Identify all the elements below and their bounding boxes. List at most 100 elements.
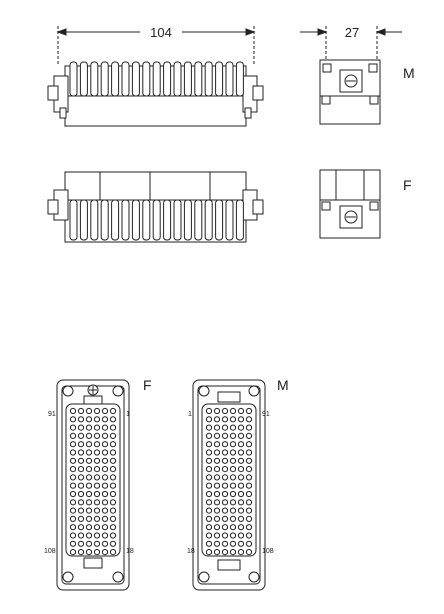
contact-pin — [245, 474, 253, 481]
contact-pin — [221, 424, 229, 431]
contact-pin — [77, 532, 85, 539]
fin — [215, 199, 224, 241]
contact-pin — [221, 515, 229, 523]
contact-pin — [245, 515, 253, 523]
fin — [111, 199, 120, 241]
contact-pin — [221, 432, 229, 439]
contact-pin — [101, 416, 109, 423]
contact-pin — [237, 466, 245, 473]
contact-pin — [69, 457, 77, 464]
contact-pin — [77, 515, 85, 523]
contact-pin — [245, 424, 253, 431]
contact-pin — [101, 499, 109, 506]
contact-pin — [221, 549, 229, 556]
fin — [69, 199, 78, 241]
contact-pin — [213, 474, 221, 481]
male-pin-bottom-left: 18 — [187, 548, 195, 555]
contact-pin — [229, 490, 237, 498]
contact-pin — [101, 482, 109, 489]
contact-pin — [229, 416, 237, 423]
fin — [79, 199, 88, 241]
female-pin-top-left: 91 — [48, 411, 56, 418]
contact-pin — [109, 490, 117, 498]
male-side-view — [47, 61, 264, 127]
fin — [131, 61, 140, 97]
contact-pin — [109, 441, 117, 448]
contact-pin — [101, 515, 109, 523]
contact-pin — [109, 457, 117, 464]
contact-pin — [205, 432, 213, 439]
contact-pin — [69, 466, 77, 473]
depth-dimension — [300, 26, 402, 62]
contact-pin — [213, 482, 221, 489]
fin — [204, 61, 213, 97]
contact-pin — [85, 441, 93, 448]
contact-pin — [77, 474, 85, 481]
contact-pin — [101, 449, 109, 456]
fin — [121, 61, 130, 97]
fin — [194, 199, 203, 241]
contact-pin — [205, 532, 213, 539]
contact-pin — [109, 499, 117, 506]
female-pin-top-right: 1 — [126, 411, 130, 418]
contact-pin — [205, 482, 213, 489]
contact-grid — [205, 407, 253, 556]
fin — [235, 199, 244, 241]
contact-pin — [229, 540, 237, 547]
contact-pin — [69, 474, 77, 481]
contact-pin — [237, 474, 245, 481]
contact-pin — [69, 507, 77, 514]
contact-pin — [109, 432, 117, 439]
fin — [183, 61, 192, 97]
depth-dimension-label: 27 — [345, 25, 359, 40]
contact-pin — [77, 449, 85, 456]
contact-pin — [69, 482, 77, 489]
female-end-view — [319, 169, 381, 239]
fin — [90, 61, 99, 97]
female-pin-bottom-right: 18 — [126, 548, 134, 555]
contact-pin — [93, 499, 101, 506]
fin — [90, 199, 99, 241]
contact-pin — [85, 540, 93, 547]
contact-pin — [93, 466, 101, 473]
contact-pin — [101, 524, 109, 531]
contact-pin — [237, 540, 245, 547]
contact-pin — [109, 540, 117, 547]
contact-pin — [213, 499, 221, 506]
contact-pin — [85, 449, 93, 456]
fin — [225, 199, 234, 241]
contact-pin — [221, 441, 229, 448]
contact-pin — [213, 515, 221, 523]
contact-pin — [221, 507, 229, 514]
contact-pin — [245, 466, 253, 473]
contact-pin — [69, 532, 77, 539]
female-pin-bottom-left: 108 — [44, 548, 56, 555]
fin — [131, 199, 140, 241]
contact-pin — [221, 474, 229, 481]
contact-pin — [101, 532, 109, 539]
contact-pin — [221, 407, 229, 415]
contact-pin — [93, 515, 101, 523]
contact-pin — [85, 490, 93, 498]
contact-pin — [205, 549, 213, 556]
contact-pin — [93, 449, 101, 456]
contact-pin — [109, 407, 117, 415]
contact-pin — [213, 416, 221, 423]
contact-pin — [85, 482, 93, 489]
contact-pin — [85, 416, 93, 423]
contact-pin — [69, 540, 77, 547]
female-face-view — [56, 379, 130, 591]
contact-pin — [213, 424, 221, 431]
contact-pin — [213, 507, 221, 514]
male-side-tag: M — [403, 65, 415, 81]
contact-pin — [245, 432, 253, 439]
contact-pin — [101, 432, 109, 439]
contact-pin — [77, 507, 85, 514]
contact-pin — [205, 441, 213, 448]
fin — [194, 61, 203, 97]
contact-pin — [221, 490, 229, 498]
contact-pin — [245, 507, 253, 514]
contact-pin — [205, 474, 213, 481]
contact-pin — [221, 449, 229, 456]
